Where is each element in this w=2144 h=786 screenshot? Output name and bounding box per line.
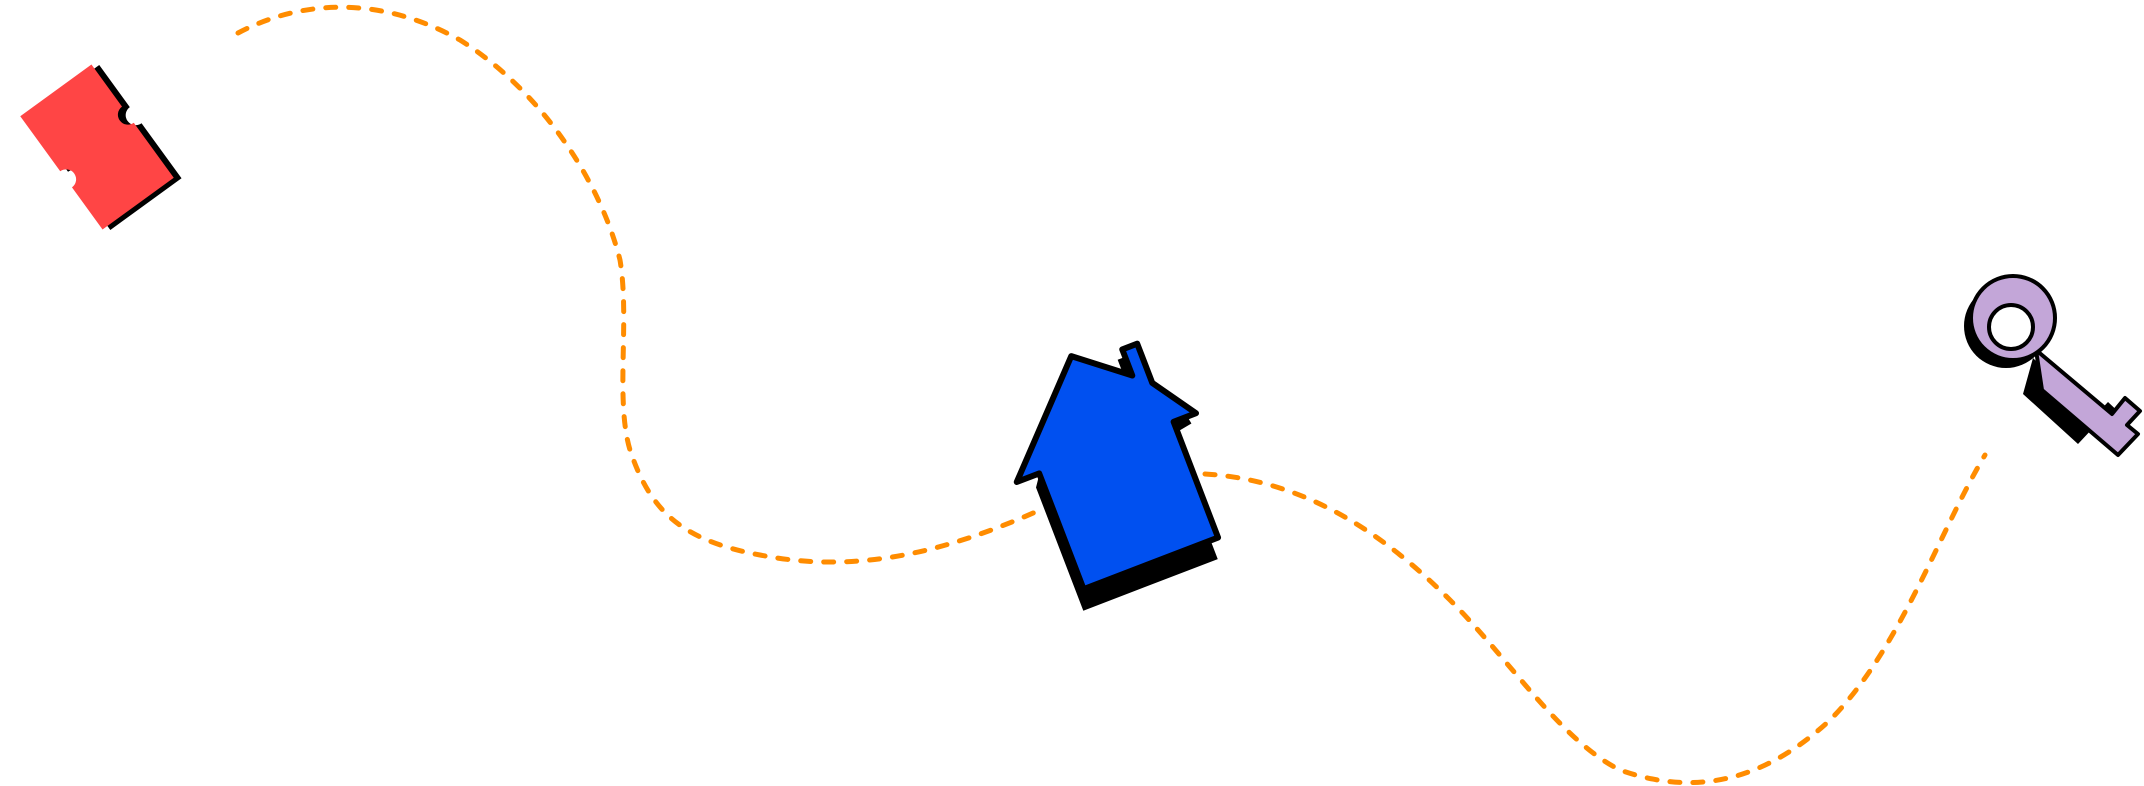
dashed-path-segment-1 [235,4,1043,565]
house-icon [1013,340,1222,611]
key-icon [1964,274,2142,457]
key-shaft [2034,348,2142,457]
house-body [1013,340,1222,593]
ticket-icon [20,64,182,231]
ticket-body [20,64,174,230]
dashed-path-segment-2 [1202,452,1988,786]
key-hole [1987,303,2035,351]
